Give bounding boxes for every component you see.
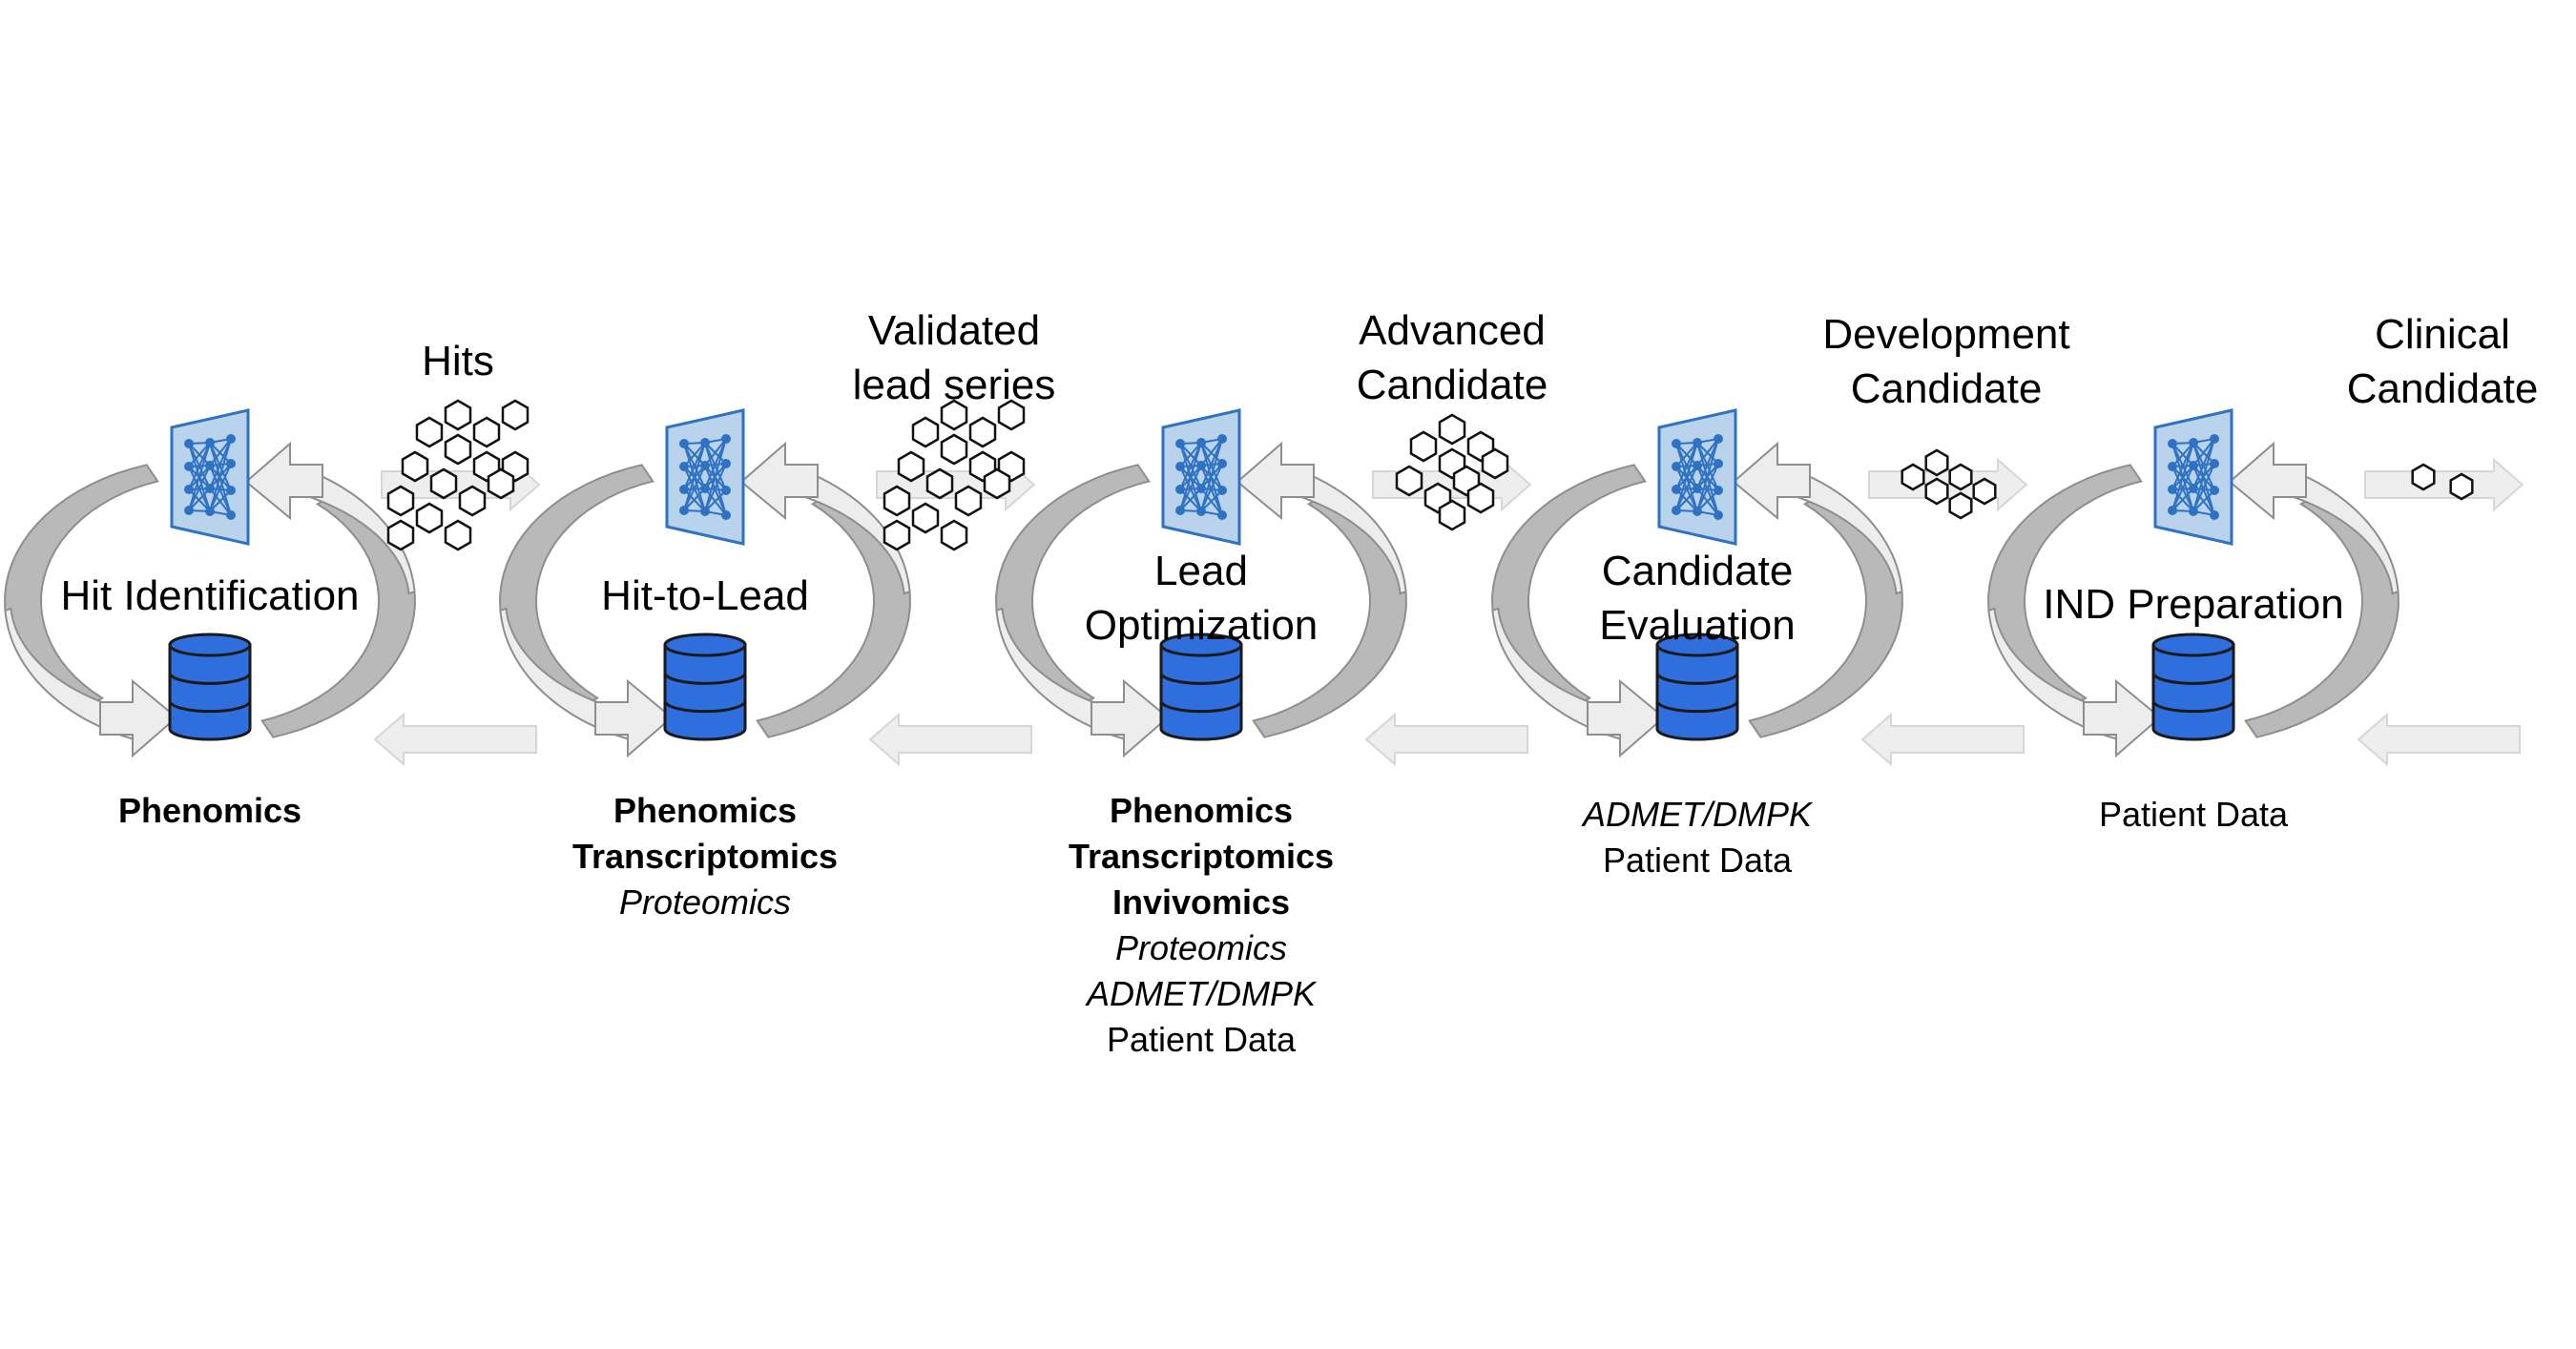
cycle-band-right-back [260, 489, 416, 738]
left-arrow-icon [868, 712, 1032, 767]
data-source-label: Patient Data [2098, 795, 2289, 834]
cycle-band-right-back [1252, 489, 1407, 738]
cycle-band-left-back [1987, 464, 2143, 713]
data-source-label: ADMET/DMPK [1582, 795, 1813, 834]
neural-network-icon [1161, 408, 1241, 546]
stage-cycle [1987, 408, 2399, 758]
cycle-arrow-head-down [1091, 678, 1170, 758]
data-source-label: Patient Data [1106, 1020, 1297, 1059]
data-source-label: ADMET/DMPK [1086, 974, 1317, 1013]
cycle-arrow-head-up [2228, 441, 2307, 521]
left-arrow-icon [1860, 712, 2025, 767]
neural-network-icon [2153, 408, 2233, 546]
cycle-arrow-head-up [739, 441, 819, 521]
output-molecules [386, 399, 2474, 551]
cycle-band-left-back [499, 464, 654, 713]
stage-title: IND Preparation [2043, 581, 2344, 628]
stage-title: Candidate Evaluation [1599, 548, 1796, 649]
database-icon [2151, 633, 2235, 741]
data-source-label: Phenomics [613, 791, 798, 830]
data-source-label: Transcriptomics [1068, 837, 1335, 876]
medium-molecule-icon [1395, 413, 1509, 531]
cycle-arrow-head-up [244, 441, 323, 521]
neural-network-icon [665, 408, 745, 546]
database-icon [663, 633, 747, 741]
data-source-label: Proteomics [1114, 928, 1288, 967]
data-source-label: Phenomics [117, 791, 302, 830]
cycle-arrow-head-down [2083, 678, 2162, 758]
database-icon [168, 633, 252, 741]
neural-network-icon [1657, 408, 1737, 546]
data-source-label: Patient Data [1602, 841, 1793, 880]
stage-title: Lead Optimization [1084, 548, 1319, 649]
cycle-band-left-back [1491, 464, 1647, 713]
stage-title: Hit-to-Lead [601, 572, 809, 619]
stage-title: Hit Identification [60, 572, 360, 619]
right-arrow-icon [2364, 457, 2524, 512]
cycle-arrow-head-down [1587, 678, 1666, 758]
stage-output-label: Advanced Candidate [1356, 307, 1548, 408]
left-arrow-icon [373, 712, 537, 767]
cycle-band-left-back [995, 464, 1151, 713]
cycle-band-right-back [1748, 489, 1903, 738]
stage-cycle [995, 408, 1407, 758]
cycle-arrow-head-down [594, 678, 674, 758]
stage-output-label: Clinical Candidate [2346, 311, 2539, 412]
neural-network-icon [170, 408, 250, 546]
database-icon [1159, 633, 1243, 741]
large-molecule-icon [386, 399, 530, 551]
tiny-molecule-icon [2411, 463, 2474, 501]
left-arrow-icon [2357, 712, 2521, 767]
cycle-arrow-head-up [1732, 441, 1811, 521]
stage-output-label: Development Candidate [1822, 311, 2070, 412]
cycle-arrow-head-down [99, 678, 178, 758]
stage-cycle [4, 408, 416, 758]
data-source-label: Proteomics [618, 882, 792, 922]
stage-cycle [499, 408, 911, 758]
stage-output-label: Hits [422, 338, 494, 384]
small-molecule-icon [1901, 448, 1997, 520]
cycle-band-right-back [756, 489, 911, 738]
database-icon [1655, 633, 1739, 741]
stage-output-label: Validated lead series [852, 307, 1056, 408]
cycle-band-right-back [2244, 489, 2399, 738]
stage-cycle [1491, 408, 1903, 758]
cycle-arrow-head-up [1236, 441, 1315, 521]
data-source-label: Phenomics [1109, 791, 1294, 830]
large-molecule-icon [883, 399, 1026, 551]
cycle-band-left-back [4, 464, 159, 713]
left-arrow-icon [1364, 712, 1528, 767]
data-source-label: Invivomics [1111, 882, 1291, 922]
data-source-label: Transcriptomics [571, 837, 839, 876]
stage-cycles [4, 408, 2399, 758]
